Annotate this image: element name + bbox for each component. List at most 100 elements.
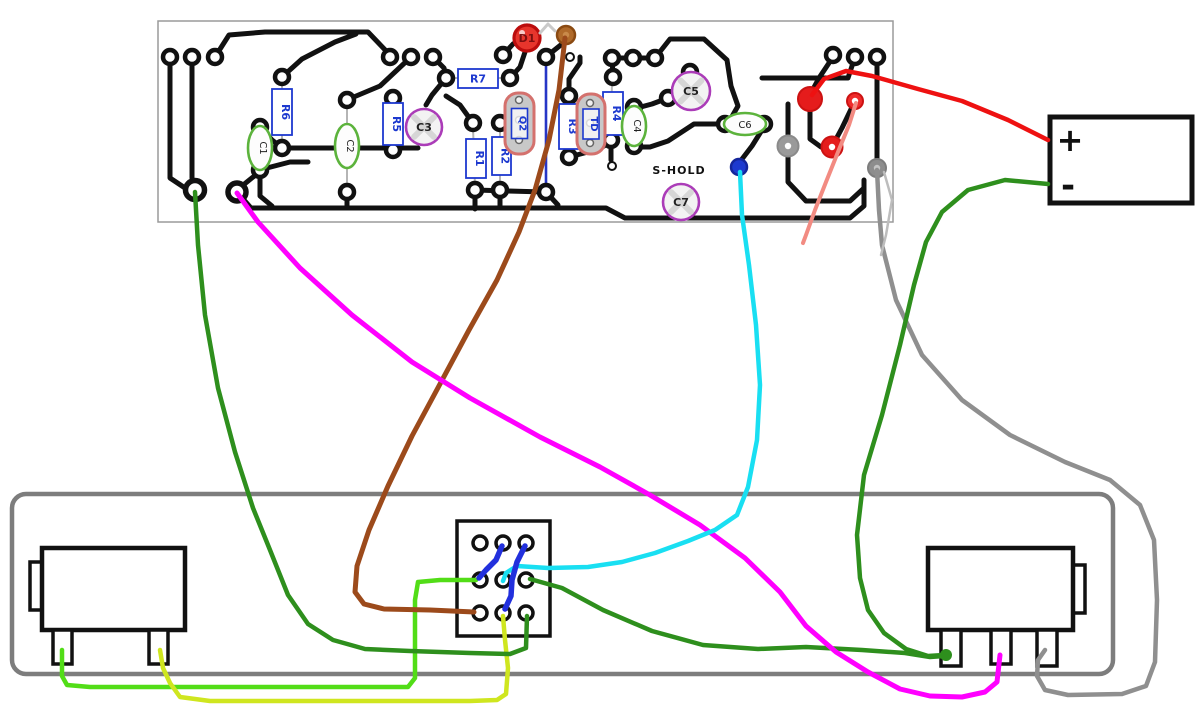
component-r1-label: R1 — [473, 150, 486, 166]
component-r6-body — [271, 88, 293, 136]
pcb-pad-15 — [436, 68, 456, 88]
wire-junction-blob — [940, 649, 952, 661]
component-q2-label-box — [510, 107, 529, 140]
pcb-pad-4 — [380, 47, 400, 67]
jack-right-body — [925, 545, 1076, 633]
wire-gray-highlight — [879, 170, 894, 257]
component-c3-mark-2 — [411, 114, 437, 140]
pcb-pad-28 — [645, 48, 665, 68]
component-c1-label: C1 — [257, 141, 268, 154]
wire-lime-injack-switch — [59, 577, 479, 690]
pcb-pad-29 — [603, 67, 623, 87]
component-r5-label: R5 — [390, 116, 403, 132]
wire-green-board-switch — [192, 189, 530, 657]
wire-blue-jumper-1 — [476, 543, 505, 581]
pcb-pad-9 — [337, 90, 357, 110]
pcb-trace-28 — [634, 121, 728, 150]
pcb-trace-26 — [652, 36, 741, 123]
component-c3-label: C3 — [416, 121, 432, 134]
wire-gray-board-outjack — [874, 167, 1160, 698]
pad-red-donut-hole — [828, 143, 836, 151]
component-td-label: TD — [588, 116, 599, 131]
pcb-pad-18 — [463, 113, 483, 133]
pcb-text-1: S-HOLD — [652, 164, 705, 177]
pcb-pad-23 — [536, 182, 556, 202]
wire-brown-board-switch — [352, 35, 568, 615]
component-td-pin-3 — [585, 138, 595, 148]
pad-navy-hole — [735, 163, 743, 171]
pcb-pad-37 — [823, 45, 843, 65]
component-c6-label: C6 — [738, 120, 751, 131]
pcb-pad-27 — [623, 48, 643, 68]
component-c4-label: C4 — [631, 119, 642, 132]
pcb-pad-2 — [182, 47, 202, 67]
enclosure-outline — [9, 491, 1116, 677]
component-td-pin-1 — [585, 98, 595, 108]
pcb-trace-5 — [346, 54, 414, 102]
component-r1-body — [465, 138, 487, 179]
component-c6-body — [722, 111, 768, 137]
pcb-trace-13 — [832, 98, 858, 144]
wire-magenta-board-outjack — [234, 190, 1003, 700]
pcb-pad-19 — [465, 180, 485, 200]
pcb-pad-1 — [160, 47, 180, 67]
wire-green-battery-minus — [854, 177, 1051, 659]
wire-yellow-injack-switch — [157, 613, 511, 704]
battery-body — [1047, 114, 1195, 206]
pcb-pad-6 — [423, 47, 443, 67]
component-r5-body — [382, 102, 404, 146]
component-q2-label: Q2 — [517, 116, 528, 132]
component-c7-label: C7 — [673, 196, 689, 209]
pad-gray-donut-hole — [784, 142, 792, 150]
component-r7-label: R7 — [470, 73, 486, 86]
jack-left-body — [39, 545, 188, 633]
wire-green-switch-outjack — [527, 576, 947, 660]
component-c5-mark-2 — [677, 77, 705, 105]
pcb-pad-38 — [845, 47, 865, 67]
component-c7-mark-2 — [668, 189, 694, 215]
pcb-trace-14 — [759, 60, 856, 81]
pad-red-big-hole — [806, 95, 814, 103]
component-td-label-box — [582, 108, 600, 140]
component-c2-label: C2 — [344, 139, 355, 152]
component-d1-label: D1 — [519, 32, 536, 45]
component-c4-body — [620, 104, 648, 148]
pcb-pad-8 — [272, 138, 292, 158]
component-q2-pin-1 — [514, 95, 524, 105]
pcb-pad-7 — [272, 67, 292, 87]
battery-plus-terminal: + — [1057, 121, 1084, 159]
component-c1-body — [246, 124, 274, 172]
wire-red-battery-plus — [809, 68, 1051, 143]
component-c5-label: C5 — [683, 85, 699, 98]
wire-salmon — [801, 101, 858, 245]
pcb-trace-4 — [279, 31, 359, 80]
pcb-pad-21 — [490, 180, 510, 200]
component-r7-body — [457, 68, 499, 89]
footswitch-pin-1-1 — [471, 534, 489, 552]
pcb-pad-39 — [867, 47, 887, 67]
pcb-pad-5 — [401, 47, 421, 67]
pcb-trace-10 — [234, 177, 867, 221]
component-r4-label: R4 — [610, 105, 623, 121]
pcb-trace-16 — [785, 153, 866, 204]
component-d1-glint — [519, 30, 525, 36]
pcb-pad-10 — [337, 182, 357, 202]
component-c2-body — [333, 122, 361, 170]
pcb-pad-3 — [205, 47, 225, 67]
pcb-pad-16 — [500, 68, 520, 88]
pcb-pad-22 — [536, 47, 556, 67]
pcb-trace-36 — [234, 159, 311, 193]
wire-blue-jumper-2 — [502, 543, 528, 612]
component-r2-label: R2 — [499, 148, 512, 164]
wire-cyan-board-switch — [500, 169, 763, 584]
battery-minus-terminal: - — [1061, 166, 1075, 206]
pcb-pad-17 — [493, 45, 513, 65]
pcb-trace-3 — [212, 29, 393, 60]
pcb-pad-25 — [559, 147, 579, 167]
component-r6-label: R6 — [279, 104, 292, 120]
pcb-pad-26 — [602, 48, 622, 68]
pad-small-2 — [607, 161, 617, 171]
pcb-trace-27 — [736, 127, 765, 166]
